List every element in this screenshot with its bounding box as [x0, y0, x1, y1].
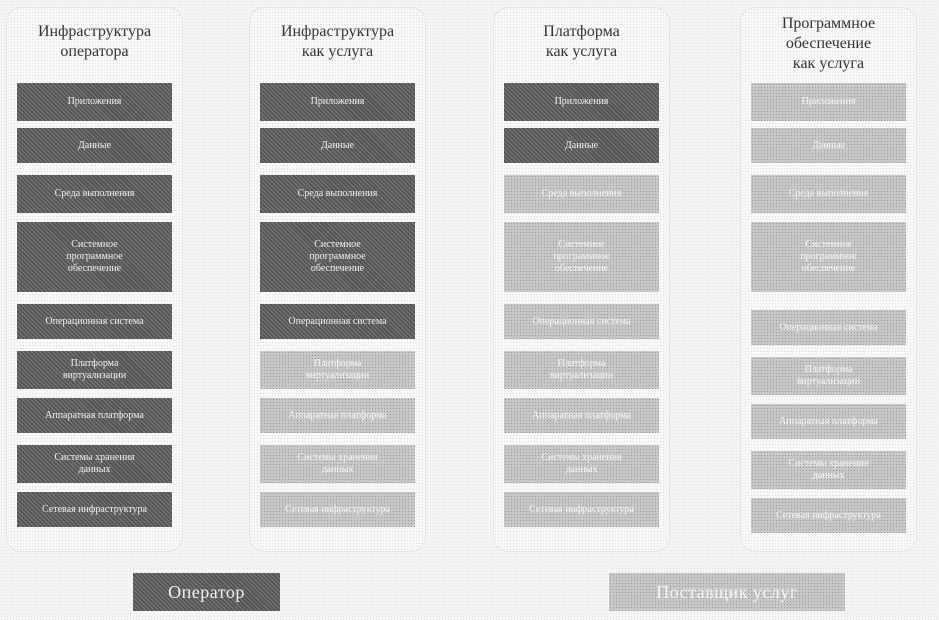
layer-box: Операционная система [504, 304, 659, 339]
layer-box: Платформа виртуализации [260, 351, 415, 389]
layer-box: Платформа виртуализации [17, 351, 172, 389]
layer-box: Системы хранения данных [17, 445, 172, 483]
layer-box: Приложения [751, 83, 906, 121]
layer-box: Среда выполнения [504, 175, 659, 213]
legend-operator: Оператор [133, 573, 280, 611]
layer-box: Приложения [504, 83, 659, 121]
column-title: Платформа как услуга [543, 23, 620, 60]
layer-box: Данные [504, 128, 659, 163]
column-title: Инфраструктура оператора [37, 23, 152, 60]
layer-box: Сетевая инфраструктура [751, 498, 906, 533]
legend-operator-label: Оператор [168, 581, 245, 602]
layer-box: Данные [17, 128, 172, 163]
layer-box: Среда выполнения [260, 175, 415, 213]
column-title: Инфраструктура как услуга [280, 23, 395, 60]
legend-provider-label: Поставщик услуг [656, 581, 798, 602]
layer-box: Аппаратная платформа [260, 398, 415, 433]
layer-box: Сетевая инфраструктура [17, 492, 172, 527]
layer-box: Операционная система [751, 310, 906, 345]
layer-box: Сетевая инфраструктура [260, 492, 415, 527]
layer-box: Данные [751, 128, 906, 163]
layer-box: Системное программное обеспечение [260, 222, 415, 292]
layer-box: Платформа виртуализации [504, 351, 659, 389]
layer-box: Операционная система [17, 304, 172, 339]
layer-box: Системы хранения данных [260, 445, 415, 483]
layer-box: Аппаратная платформа [751, 404, 906, 439]
layer-box: Операционная система [260, 304, 415, 339]
layer-box: Сетевая инфраструктура [504, 492, 659, 527]
layer-box: Системное программное обеспечение [504, 222, 659, 292]
layer-box: Приложения [260, 83, 415, 121]
legend-provider: Поставщик услуг [609, 573, 845, 611]
layer-box: Аппаратная платформа [17, 398, 172, 433]
layer-box: Системное программное обеспечение [751, 222, 906, 292]
layer-box: Среда выполнения [17, 175, 172, 213]
layer-box: Системы хранения данных [504, 445, 659, 483]
layer-box: Аппаратная платформа [504, 398, 659, 433]
layer-box: Системы хранения данных [751, 451, 906, 489]
layer-box: Приложения [17, 83, 172, 121]
column-title: Программное обеспечение как услуга [781, 15, 876, 72]
layer-box: Среда выполнения [751, 175, 906, 213]
layer-box: Данные [260, 128, 415, 163]
layer-box: Системное программное обеспечение [17, 222, 172, 292]
layer-box: Платформа виртуализации [751, 357, 906, 395]
